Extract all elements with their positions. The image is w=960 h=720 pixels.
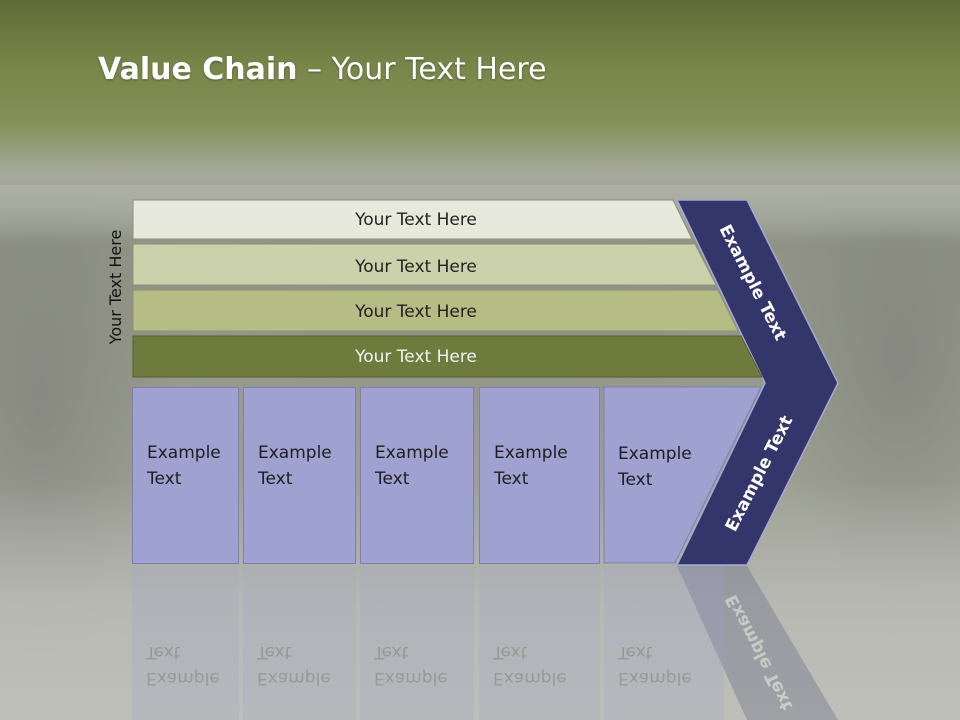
box-2: Example Text	[243, 387, 356, 564]
box-5-line2: Text	[617, 470, 653, 490]
box-3-line2: Text	[375, 469, 410, 489]
box-3-line1: Example	[375, 443, 449, 463]
box-2-line1: Example	[258, 443, 332, 463]
bar-4	[132, 335, 763, 378]
bar-1-label: Your Text Here	[354, 210, 477, 230]
title-rest: – Your Text Here	[297, 52, 547, 87]
box-4-line1: Example	[494, 443, 568, 463]
box-1-line2: Text	[147, 469, 182, 489]
box-5-line1: Example	[618, 444, 692, 464]
bar-2-label: Your Text Here	[354, 257, 477, 277]
box-1-line1: Example	[147, 443, 221, 463]
bar-1	[132, 199, 693, 240]
bar-3-label: Your Text Here	[354, 302, 477, 322]
box-4-line2: Text	[494, 469, 529, 489]
bar-2	[132, 243, 717, 286]
chevron-arrow	[675, 199, 839, 566]
box-4: Example Text	[479, 387, 600, 564]
box-1: Example Text	[132, 387, 239, 564]
title-bold: Value Chain	[98, 52, 298, 87]
bar-4-label: Your Text Here	[354, 347, 477, 367]
chevron-reflection: Example Text	[677, 566, 838, 720]
box-3: Example Text	[360, 387, 474, 564]
side-label: Your Text Here	[106, 229, 125, 345]
slide-title: Value Chain – Your Text Here	[98, 52, 547, 87]
bar-3	[132, 289, 739, 332]
box-2-line2: Text	[258, 469, 293, 489]
box-5-shape	[603, 386, 762, 564]
